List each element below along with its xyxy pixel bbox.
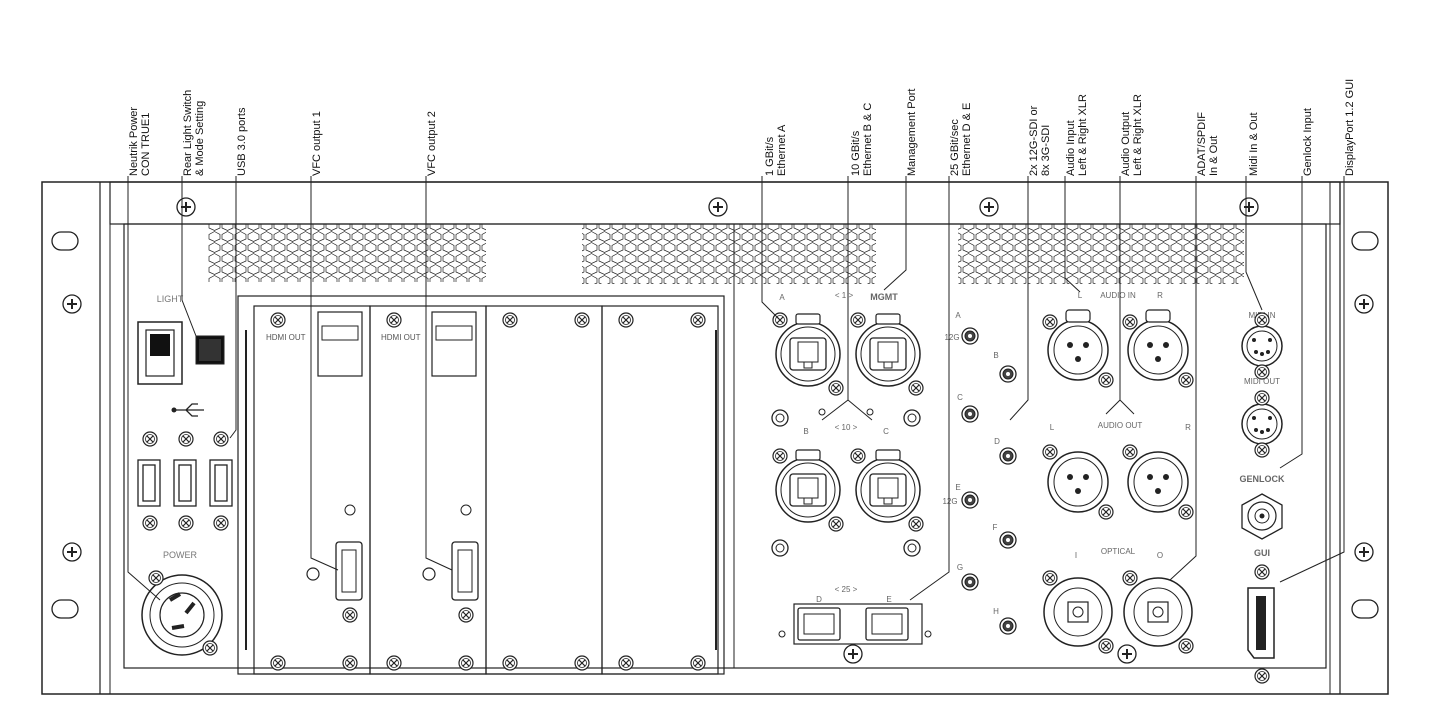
- light-label: LIGHT: [157, 294, 184, 304]
- hdmi-out-label-2: HDMI OUT: [381, 333, 421, 342]
- svg-text:A: A: [955, 311, 961, 320]
- svg-text:D: D: [994, 437, 1000, 446]
- power-label: POWER: [163, 550, 198, 560]
- svg-text:B: B: [803, 427, 808, 436]
- svg-text:O: O: [1157, 551, 1163, 560]
- svg-text:L: L: [1050, 423, 1055, 432]
- svg-text:< 25 >: < 25 >: [835, 585, 858, 594]
- svg-text:MGMT: MGMT: [870, 292, 898, 302]
- svg-text:< 1 >: < 1 >: [835, 291, 854, 300]
- svg-text:MIDI OUT: MIDI OUT: [1244, 377, 1280, 386]
- svg-text:A: A: [779, 293, 785, 302]
- svg-text:GENLOCK: GENLOCK: [1240, 474, 1286, 484]
- svg-text:B: B: [993, 351, 998, 360]
- svg-text:R: R: [1185, 423, 1191, 432]
- svg-text:12G: 12G: [942, 497, 957, 506]
- svg-text:L: L: [1078, 291, 1083, 300]
- hdmi-out-label-1: HDMI OUT: [266, 333, 306, 342]
- svg-text:I: I: [1075, 551, 1077, 560]
- svg-text:G: G: [957, 563, 963, 572]
- svg-text:< 10 >: < 10 >: [835, 423, 858, 432]
- svg-text:R: R: [1157, 291, 1163, 300]
- svg-text:H: H: [993, 607, 999, 616]
- svg-text:12G: 12G: [944, 333, 959, 342]
- svg-text:AUDIO OUT: AUDIO OUT: [1098, 421, 1143, 430]
- svg-text:OPTICAL: OPTICAL: [1101, 547, 1136, 556]
- svg-text:GUI: GUI: [1254, 548, 1270, 558]
- svg-text:AUDIO IN: AUDIO IN: [1100, 291, 1136, 300]
- svg-text:C: C: [883, 427, 889, 436]
- svg-text:D: D: [816, 595, 822, 604]
- svg-text:E: E: [955, 483, 960, 492]
- svg-text:F: F: [993, 523, 998, 532]
- svg-text:C: C: [957, 393, 963, 402]
- svg-text:E: E: [886, 595, 891, 604]
